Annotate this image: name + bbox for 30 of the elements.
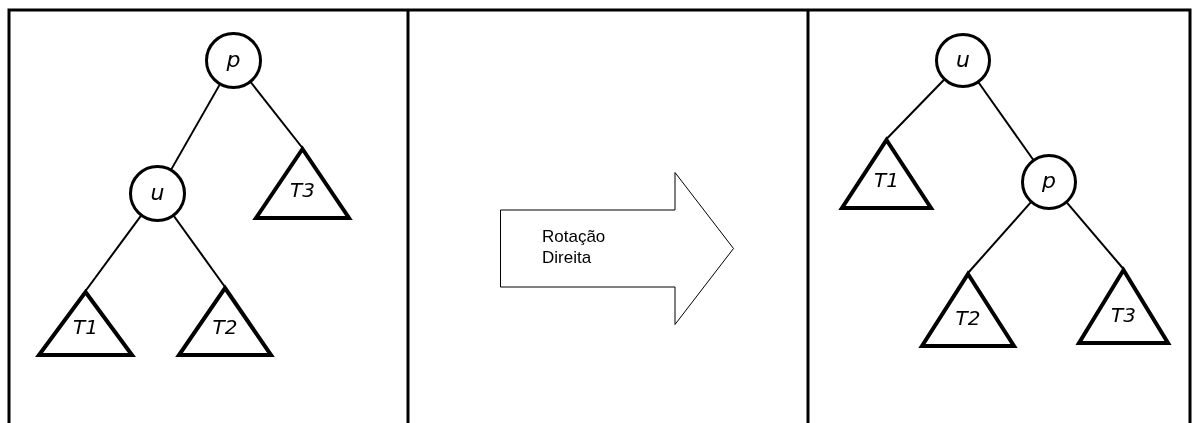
node-label: T1 (72, 315, 99, 339)
node-label: T3 (289, 178, 316, 202)
tree-edge (977, 81, 1035, 161)
tree-node (935, 33, 991, 88)
tree-edge (170, 83, 221, 171)
subtree-triangle (1077, 268, 1170, 345)
tree-node (1021, 154, 1077, 210)
tree-edge (1065, 201, 1125, 270)
node-label: u (955, 46, 971, 73)
node-label: p (1041, 168, 1057, 194)
node-label: T2 (954, 306, 982, 330)
subtree-triangle (920, 272, 1016, 348)
node-label: T3 (1110, 303, 1137, 327)
tree-edge (249, 81, 304, 149)
node-label: T2 (211, 315, 239, 339)
tree-edge (172, 214, 226, 288)
node-label: T1 (873, 168, 900, 192)
node-label: u (149, 179, 166, 206)
node-label: Rotação Direita (542, 226, 607, 268)
subtree-triangle (37, 290, 134, 357)
subtree-triangle (254, 147, 351, 220)
subtree-triangle (840, 138, 933, 210)
tree-node (205, 32, 262, 89)
tree-edge (967, 201, 1032, 274)
subtree-triangle (177, 286, 273, 357)
tree-edge (885, 78, 946, 140)
tree-node (129, 165, 186, 222)
block-arrow (500, 172, 734, 325)
tree-edge (84, 214, 143, 292)
node-label: p (225, 46, 242, 73)
